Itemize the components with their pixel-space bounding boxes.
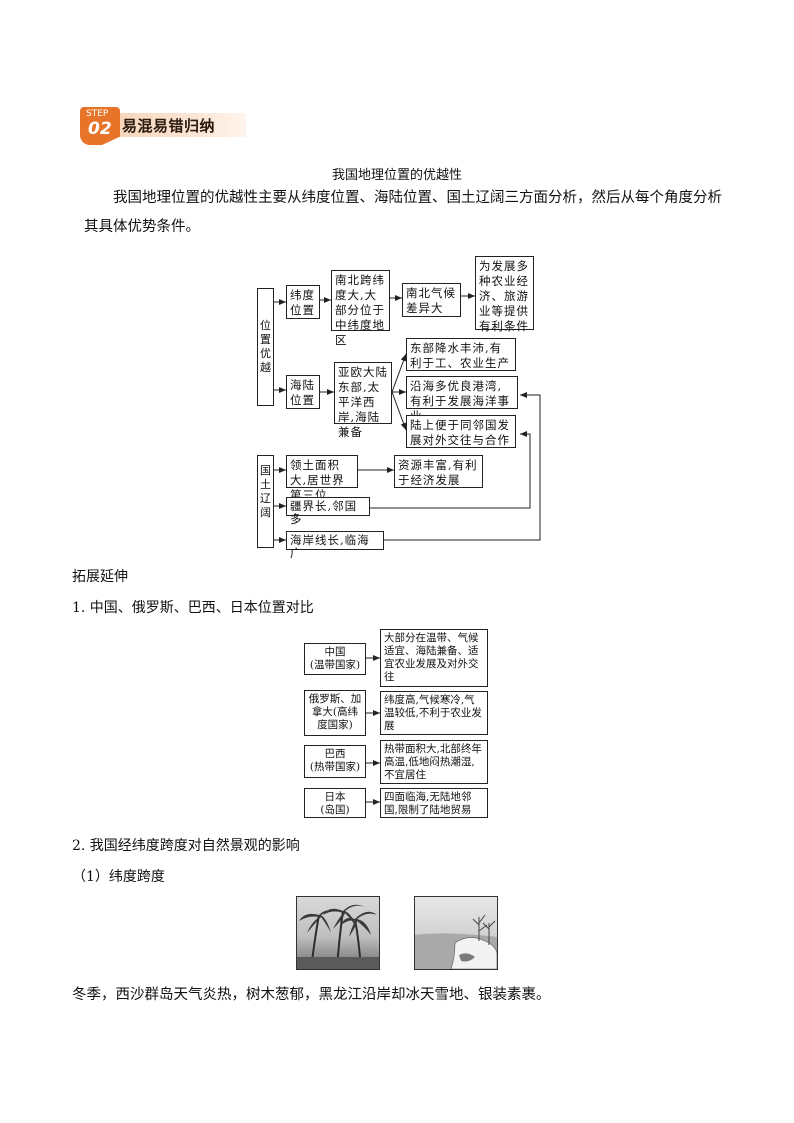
step-badge: 易混易错归纳 STEP 02 xyxy=(80,107,248,145)
step-label: STEP xyxy=(86,109,109,119)
step-title-bar: 易混易错归纳 xyxy=(98,113,246,137)
diagram1-sea-result3-box: 陆上便于同邻国发展对外交往与合作 xyxy=(406,415,516,448)
step-tag: STEP 02 xyxy=(80,107,120,145)
diagram1-sea-box: 海陆位置 xyxy=(286,375,320,409)
item2-subtitle: （1）纬度跨度 xyxy=(72,869,165,885)
diagram1-sea-desc-box: 亚欧大陆东部,太平洋西岸,海陆兼备 xyxy=(334,362,392,439)
palm-trees-photo xyxy=(296,896,380,970)
diagram1-land-box: 国土辽阔 xyxy=(257,455,274,548)
diagram2-country-japan: 日本 (岛国) xyxy=(304,788,366,818)
item2-title: 2. 我国经纬度跨度对自然景观的影响 xyxy=(72,838,300,854)
diagram2-desc-russia: 纬度高,气候寒冷,气温较低,不利于农业发展 xyxy=(380,691,488,735)
diagram2-country-china: 中国 (温带国家) xyxy=(304,643,366,675)
diagram2-country-russia: 俄罗斯、加拿大(高纬度国家) xyxy=(304,690,366,736)
diagram1-land-a-result-box: 资源丰富,有利于经济发展 xyxy=(394,455,483,488)
diagram1-land-b-box: 疆界长,邻国多 xyxy=(286,497,370,526)
diagram1-lat-box: 纬度位置 xyxy=(286,285,320,319)
diagram1-lat-desc-box: 南北跨纬度大,大部分位于中纬度地区 xyxy=(331,270,390,347)
conclusion-text: 冬季，西沙群岛天气炎热，树木葱郁，黑龙江沿岸却冰天雪地、银装素裹。 xyxy=(72,987,551,1003)
section-title: 我国地理位置的优越性 xyxy=(331,168,462,183)
extension-title: 拓展延伸 xyxy=(72,569,128,585)
diagram1-root-box: 位置优越 xyxy=(257,288,274,406)
diagram1-lat-result-box: 为发展多种农业经济、旅游业等提供有利条件 xyxy=(475,256,534,333)
diagram1-sea-result1-box: 东部降水丰沛,有利于工、农业生产 xyxy=(406,338,516,371)
diagram1-land-c-box: 海岸线长,临海广 xyxy=(286,531,384,560)
diagram1-land-a-box: 领土面积大,居世界第三位 xyxy=(286,455,358,502)
icy-river-photo xyxy=(414,896,498,970)
intro-paragraph: 我国地理位置的优越性主要从纬度位置、海陆位置、国土辽阔三方面分析，然后从每个角度… xyxy=(84,190,722,235)
diagram1-lat-effect-box: 南北气候差异大 xyxy=(402,283,461,317)
diagram2-desc-japan: 四面临海,无陆地邻国,限制了陆地贸易 xyxy=(380,788,488,818)
item1-title: 1. 中国、俄罗斯、巴西、日本位置对比 xyxy=(72,600,314,616)
step-title: 易混易错归纳 xyxy=(122,117,216,135)
diagram2-desc-china: 大部分在温带、气候适宜、海陆兼备、适宜农业发展及对外交往 xyxy=(380,629,488,687)
diagram2-desc-brazil: 热带面积大,北部终年高温,低地闷热潮湿,不宜居住 xyxy=(380,740,488,784)
diagram1-sea-result2-box: 沿海多优良港湾,有利于发展海洋事业 xyxy=(406,376,518,423)
diagram2-country-brazil: 巴西 (热带国家) xyxy=(304,745,366,778)
step-number: 02 xyxy=(88,119,112,139)
